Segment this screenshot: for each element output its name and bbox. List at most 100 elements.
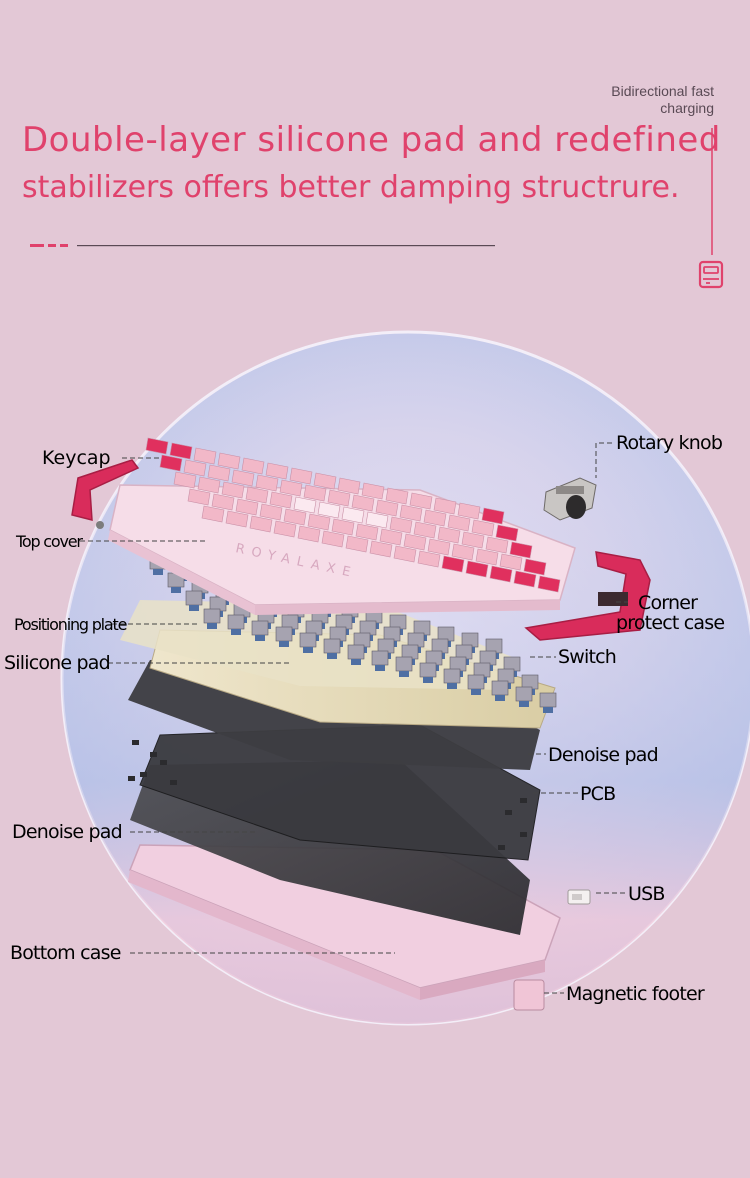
keycap (307, 513, 331, 531)
keycap (457, 502, 481, 520)
switch (347, 644, 365, 665)
leader-lines (80, 442, 628, 994)
keycap (259, 503, 283, 521)
stabilizer-part (150, 752, 157, 757)
corner-protect-case-left (71, 459, 140, 521)
keycap (427, 538, 451, 556)
keycap (187, 488, 211, 506)
keycap (369, 540, 393, 558)
keycap (207, 464, 231, 482)
keycap (283, 508, 307, 526)
keycap (437, 526, 461, 544)
switch (185, 590, 203, 611)
keycap (399, 504, 423, 522)
keycap (331, 518, 355, 536)
keycap (321, 530, 345, 548)
keycap (403, 533, 427, 551)
keycap (273, 520, 297, 538)
keycap (481, 507, 505, 525)
switch (275, 626, 293, 647)
keycap (499, 553, 523, 571)
label-switch: Switch (558, 646, 616, 668)
keycap (489, 565, 513, 583)
keycap (211, 493, 235, 511)
switch (539, 692, 557, 713)
keycap (173, 471, 197, 489)
label-silicone-pad: Silicone pad (4, 652, 110, 674)
keycap (441, 555, 465, 573)
keycap (183, 459, 207, 477)
battery-charging-icon (698, 260, 724, 289)
keycap (475, 548, 499, 566)
keycap (279, 479, 303, 497)
keycap (351, 494, 375, 512)
keycap (201, 505, 225, 523)
keycap (303, 484, 327, 502)
stabilizer-part (505, 810, 512, 815)
keycap (269, 491, 293, 509)
keycap (471, 519, 495, 537)
keycap (193, 447, 217, 465)
keycap (417, 550, 441, 568)
switch (443, 668, 461, 689)
keycap (433, 497, 457, 515)
stabilizer-part (132, 740, 139, 745)
keycap (225, 510, 249, 528)
switch (491, 680, 509, 701)
keycap (317, 501, 341, 519)
keycap (345, 535, 369, 553)
label-bottom-case: Bottom case (10, 942, 121, 964)
headline-line-1: Double-layer silicone pad and redefined (22, 120, 721, 160)
keycap (365, 511, 389, 529)
keycap (289, 467, 313, 485)
switch (203, 608, 221, 629)
stabilizer-part (520, 832, 527, 837)
keycap (379, 528, 403, 546)
keycap (293, 496, 317, 514)
switch (371, 650, 389, 671)
keycap (231, 469, 255, 487)
keycap (235, 498, 259, 516)
keycap (389, 516, 413, 534)
keycap (297, 525, 321, 543)
keycap (245, 486, 269, 504)
label-pcb: PCB (580, 783, 615, 805)
keycap (523, 558, 547, 576)
screw-icon (96, 521, 104, 529)
keycap (241, 457, 265, 475)
keycap (145, 437, 169, 455)
headline-line-2: stabilizers offers better damping struct… (22, 170, 680, 205)
label-denoise-pad-left: Denoise pad (12, 821, 122, 843)
stabilizer-part (140, 772, 147, 777)
switch-array (149, 554, 557, 713)
keycap (197, 476, 221, 494)
magnetic-footer (513, 979, 545, 1011)
keycap (393, 545, 417, 563)
stabilizer-part (498, 845, 505, 850)
label-keycap: Keycap (42, 447, 111, 469)
charging-caption: Bidirectional fast charging (514, 83, 714, 117)
keycap (495, 524, 519, 542)
label-corner-line-2: protect case (616, 612, 724, 634)
keycap (485, 536, 509, 554)
stabilizer-parts (128, 740, 527, 850)
keycap (513, 570, 537, 588)
keycap (341, 506, 365, 524)
switch (323, 638, 341, 659)
keycap (413, 521, 437, 539)
keycap (451, 543, 475, 561)
label-magnetic-footer: Magnetic footer (566, 983, 705, 1005)
keycap-set (145, 437, 561, 593)
rotary-knob (543, 477, 597, 521)
keycap (249, 515, 273, 533)
stabilizer-part (520, 798, 527, 803)
headline-divider (30, 244, 495, 247)
keycap (537, 575, 561, 593)
keycap (465, 560, 489, 578)
keycap (375, 499, 399, 517)
keycap (355, 523, 379, 541)
keycap (313, 472, 337, 490)
keycap (337, 477, 361, 495)
stabilizer-part (170, 780, 177, 785)
